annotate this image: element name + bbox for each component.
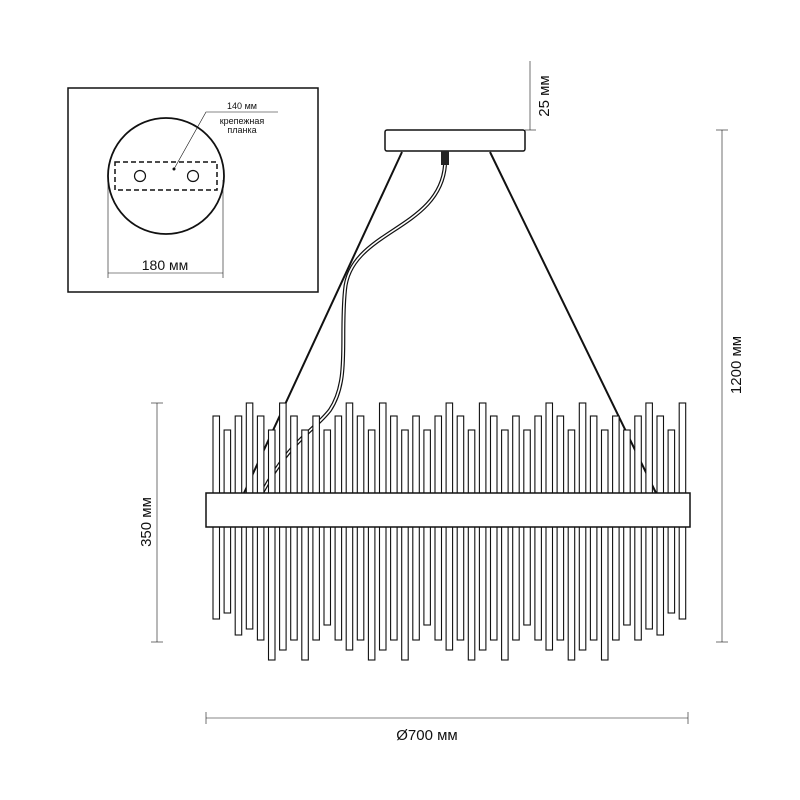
crystal-rod: [367, 429, 376, 661]
plate-size-label: 140 мм: [227, 101, 257, 111]
diameter-label: Ø700 мм: [396, 727, 458, 744]
screw-hole-left: [133, 169, 147, 183]
crystal-rod: [634, 415, 642, 641]
crystal-rod: [390, 415, 398, 641]
crystal-rod: [290, 415, 298, 641]
plate-label-line1: крепежная: [220, 116, 265, 126]
suspension-cable-left: [243, 151, 403, 494]
crystal-rod: [434, 415, 443, 641]
crystal-rod: [301, 429, 309, 661]
canopy-circle: [107, 117, 225, 235]
plate-label-line2: планка: [227, 125, 256, 135]
crystal-rod: [612, 415, 620, 641]
crystal-rod: [356, 415, 365, 641]
crystal-rod: [401, 429, 409, 661]
crystal-rod: [501, 429, 509, 661]
ceiling-canopy: [384, 129, 526, 152]
dimension-lines: 25 мм 1200 мм 350 мм Ø700 мм: [138, 61, 745, 744]
crystal-rods: [212, 402, 687, 661]
canopy-height-label: 25 мм: [536, 75, 553, 116]
crystal-rod: [456, 415, 465, 641]
crystal-rod: [334, 415, 343, 641]
crystal-rod: [489, 415, 498, 641]
cable-gland: [441, 151, 449, 165]
crystal-rod: [512, 415, 520, 641]
mounting-inset: 140 мм крепежная планка 180 мм: [67, 87, 319, 293]
crystal-rod: [312, 415, 320, 641]
central-ring: [205, 492, 691, 528]
screw-hole-right: [186, 169, 200, 183]
body-height-label: 350 мм: [138, 497, 155, 547]
inset-frame: [67, 87, 319, 293]
crystal-rod: [467, 429, 476, 661]
mounting-plate-outline: [114, 161, 218, 191]
crystal-rod: [412, 415, 420, 641]
crystal-rod: [267, 429, 276, 661]
crystal-rod: [600, 429, 609, 661]
total-height-label: 1200 мм: [728, 336, 745, 394]
crystal-rod: [567, 429, 576, 661]
crystal-rod: [589, 415, 598, 641]
crystal-rod: [534, 415, 542, 641]
crystal-rod: [556, 415, 565, 641]
crystal-rod: [256, 415, 265, 641]
plate-leader-line: [173, 111, 278, 170]
canopy-diameter-label: 180 мм: [142, 257, 189, 273]
